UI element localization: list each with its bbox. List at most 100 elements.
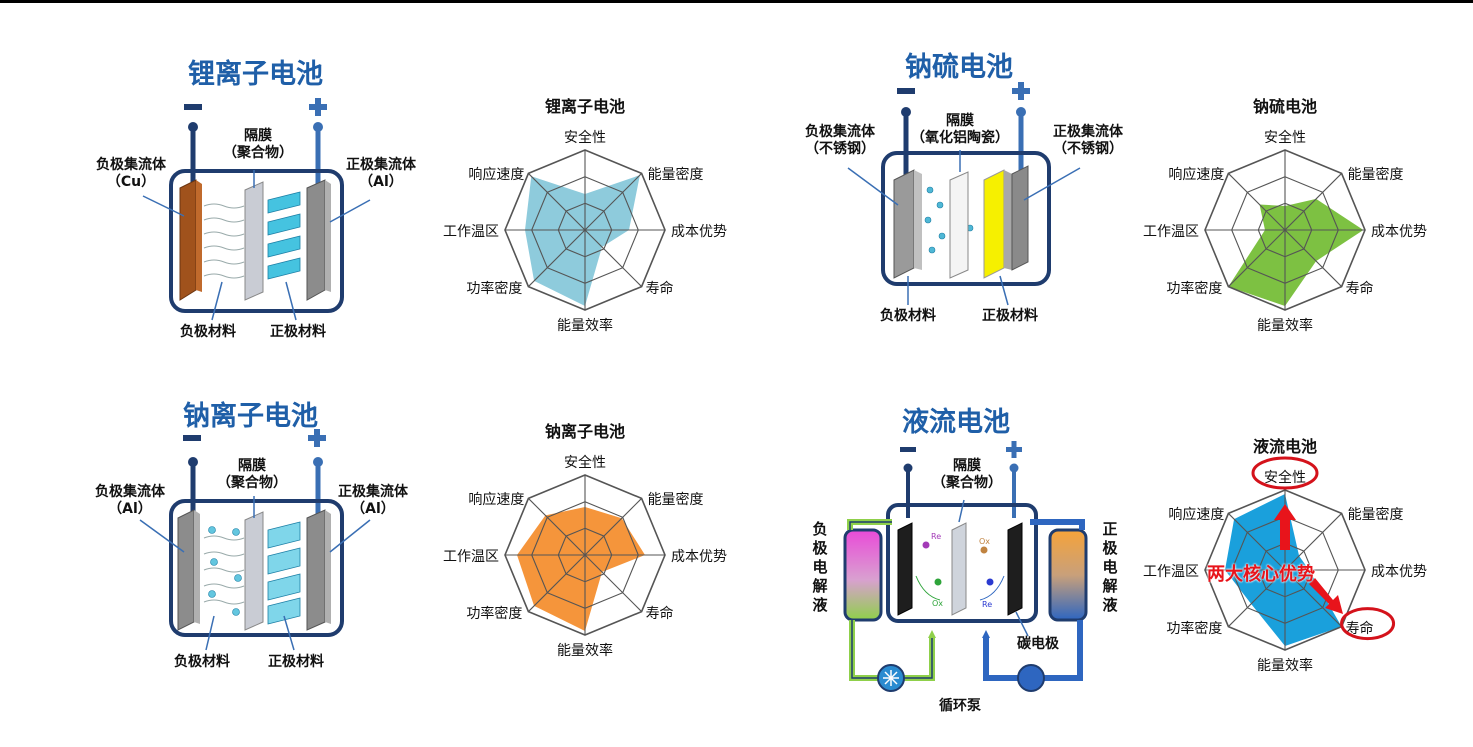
neg-material-label: 负极材料	[180, 324, 236, 340]
arrow-down-right-icon	[1309, 578, 1343, 614]
pump-right-icon	[1017, 664, 1045, 692]
radar-spoke	[1228, 569, 1286, 627]
flow-cell-diagram	[843, 441, 1088, 692]
pos-pipe-loop	[983, 519, 1085, 681]
radar-spoke	[584, 498, 642, 556]
neg-carbon-electrode	[897, 522, 913, 616]
ion-re-left	[922, 541, 930, 549]
neg-collector-label: 负极集流体（不锈钢）	[805, 124, 875, 157]
panel-lithium-ion: 锂离子电池 隔膜（聚合物） 负极集流体（Cu） 正极集	[0, 0, 440, 370]
ion-label-ox-right: Ox	[979, 537, 991, 546]
cathode-crystal	[267, 521, 301, 625]
cell-casing	[169, 499, 344, 637]
radar-title: 锂离子电池	[544, 97, 625, 116]
ion-ox-right	[980, 546, 988, 554]
radar-chart-sodium-ion: 钠离子电池安全性能量密度成本优势寿命能量效率功率密度工作温区响应速度	[420, 410, 750, 670]
pos-collector-label: 正极集流体（Al）	[338, 484, 408, 517]
radar-spoke	[1284, 569, 1342, 627]
radar-spoke	[1228, 513, 1286, 571]
radar-title: 钠硫电池	[1252, 97, 1317, 116]
neg-electrolyte-tank	[843, 528, 883, 622]
neg-collector-label: 负极集流体（Al）	[95, 484, 165, 517]
neg-terminal-minus-icon	[184, 104, 202, 110]
radar-axis-label: 能量密度	[1347, 166, 1404, 183]
radar-title: 液流电池	[1252, 437, 1317, 456]
negative-collector-al	[177, 509, 195, 631]
neg-electrolyte-label: 负极电解液	[812, 520, 828, 614]
radar-axis-label: 成本优势	[1371, 223, 1427, 239]
graphite-layers	[203, 203, 245, 279]
pos-electrolyte-label: 正极电解液	[1102, 520, 1118, 614]
separator-membrane	[244, 511, 264, 631]
sodium-ions	[208, 526, 242, 616]
carbon-electrode-label: 碳电极	[1017, 636, 1059, 652]
neg-terminal-minus-icon	[897, 88, 915, 94]
highlight-ring-lifetime	[1340, 607, 1396, 641]
radar-spoke	[1284, 229, 1342, 287]
pos-terminal-plus-icon	[1006, 441, 1022, 458]
radar-axis-label: 寿命	[645, 279, 674, 296]
radar-axis-label: 功率密度	[1166, 619, 1223, 636]
radar-spoke	[528, 173, 586, 231]
radar-spoke	[584, 229, 642, 287]
nas-cell-diagram	[847, 82, 1081, 306]
na-cell-diagram	[139, 429, 371, 651]
pos-collector-label: 正极集流体（不锈钢）	[1053, 124, 1123, 157]
radar-chart-lithium: 锂离子电池安全性能量密度成本优势寿命能量效率功率密度工作温区响应速度	[420, 85, 750, 345]
cell-casing	[169, 169, 344, 313]
separator-label: 隔膜（聚合物）	[223, 128, 293, 161]
radar-axis-label: 能量效率	[557, 317, 613, 333]
radar-spoke	[1228, 173, 1286, 231]
pos-terminal-plus-icon	[1012, 82, 1030, 100]
pos-terminal-plus-icon	[308, 429, 326, 447]
positive-collector-al	[306, 179, 326, 301]
radar-spoke	[584, 554, 642, 612]
separator-label: 隔膜（氧化铝陶瓷）	[911, 113, 1009, 146]
neg-collector-label: 负极集流体（Cu）	[96, 157, 166, 190]
stack-casing	[886, 503, 1038, 623]
arrow-up-icon	[1274, 504, 1296, 550]
panel-title: 锂离子电池	[188, 59, 323, 90]
highlight-ring-safety	[1251, 456, 1319, 490]
radar-axis-label: 安全性	[564, 129, 606, 145]
radar-axis-label: 成本优势	[671, 223, 727, 239]
radar-axis-label: 能量效率	[1257, 657, 1313, 673]
radar-axis-label: 成本优势	[1371, 563, 1427, 579]
radar-axis-label: 能量密度	[647, 166, 704, 183]
core-advantage-annotation: 两大核心优势	[1207, 564, 1315, 585]
radar-axis-label: 能量密度	[647, 491, 704, 508]
positive-sulfur	[983, 169, 1005, 279]
ion-label-re-right: Re	[982, 600, 993, 609]
cathode-crystal	[267, 191, 301, 280]
panel-title: 钠离子电池	[183, 401, 318, 432]
radar-series-area	[525, 175, 640, 306]
radar-chart-sodium-sulfur: 钠硫电池安全性能量密度成本优势寿命能量效率功率密度工作温区响应速度	[1120, 85, 1450, 345]
radar-axis-label: 工作温区	[443, 223, 499, 239]
radar-svg	[1204, 489, 1366, 651]
radar-svg	[504, 474, 666, 636]
radar-axis-label: 寿命	[1345, 619, 1374, 636]
radar-axis-label: 响应速度	[1168, 166, 1225, 183]
radar-title: 钠离子电池	[544, 422, 625, 441]
negative-collector-steel	[893, 169, 915, 279]
radar-axis-label: 安全性	[1264, 469, 1306, 485]
separator-membrane	[244, 181, 264, 301]
radar-axis-label: 寿命	[1345, 279, 1374, 296]
neg-material-label: 负极材料	[174, 654, 230, 670]
radar-axis-label: 功率密度	[466, 604, 523, 621]
radar-svg	[1204, 149, 1366, 311]
hard-carbon-layers	[203, 535, 245, 605]
radar-spoke	[528, 229, 586, 287]
panel-title: 液流电池	[902, 407, 1010, 438]
pos-material-label: 正极材料	[270, 324, 326, 340]
radar-chart-flow: 液流电池安全性能量密度成本优势寿命能量效率功率密度工作温区响应速度两大核心优势	[1120, 425, 1450, 685]
panel-title: 钠硫电池	[905, 52, 1013, 83]
radar-axis-label: 能量密度	[1347, 506, 1404, 523]
radar-svg	[504, 149, 666, 311]
radar-series-area	[517, 507, 645, 631]
radar-axis-label: 功率密度	[1166, 279, 1223, 296]
panel-sodium-ion: 钠离子电池 隔膜（聚合物）	[0, 380, 440, 747]
lithium-cell-diagram	[142, 98, 371, 321]
positive-collector-steel	[1004, 170, 1012, 270]
radar-axis-label: 安全性	[564, 454, 606, 470]
